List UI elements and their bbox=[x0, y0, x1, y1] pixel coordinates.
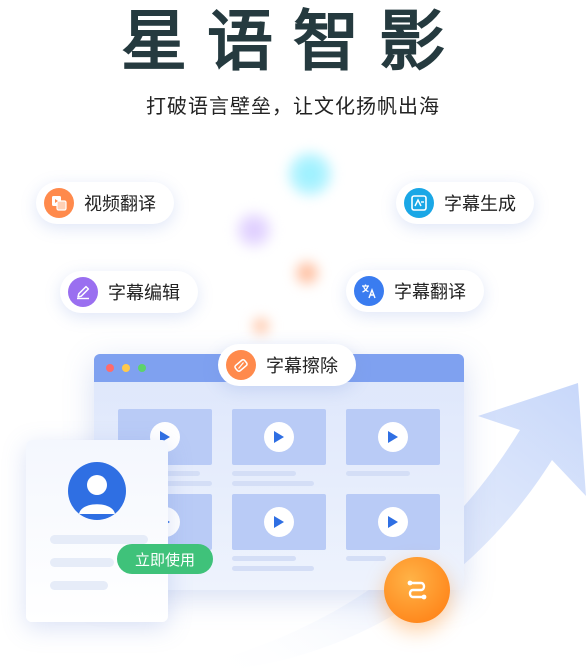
connect-action-button[interactable] bbox=[384, 557, 450, 623]
close-dot[interactable] bbox=[106, 364, 114, 372]
feature-video-translate[interactable]: 视频翻译 bbox=[36, 182, 174, 224]
play-icon bbox=[264, 507, 294, 537]
video-thumbnail[interactable] bbox=[232, 409, 326, 465]
maximize-dot[interactable] bbox=[138, 364, 146, 372]
feature-label: 字幕翻译 bbox=[394, 282, 466, 303]
use-now-button[interactable]: 立即使用 bbox=[117, 544, 213, 574]
feature-label: 字幕擦除 bbox=[266, 356, 338, 377]
play-icon bbox=[378, 507, 408, 537]
thumbnail-caption-line bbox=[346, 471, 410, 476]
video-thumbnail[interactable] bbox=[346, 494, 440, 550]
thumbnail-caption-line bbox=[232, 556, 296, 561]
purple-glow bbox=[236, 212, 272, 248]
feature-label: 字幕编辑 bbox=[108, 283, 180, 304]
video-translate-icon bbox=[44, 188, 74, 218]
feature-subtitle-edit[interactable]: 字幕编辑 bbox=[60, 271, 198, 313]
minimize-dot[interactable] bbox=[122, 364, 130, 372]
feature-label: 字幕生成 bbox=[444, 194, 516, 215]
thumbnail-caption-line bbox=[232, 471, 296, 476]
translate-icon bbox=[354, 276, 384, 306]
app-title: 星语智影 bbox=[121, 2, 465, 80]
user-icon bbox=[79, 475, 115, 514]
thumbnail-caption-line bbox=[346, 556, 386, 561]
thumbnail-caption-line bbox=[232, 481, 314, 486]
play-icon bbox=[264, 422, 294, 452]
pencil-icon bbox=[68, 277, 98, 307]
feature-label: 视频翻译 bbox=[84, 194, 156, 215]
play-icon bbox=[378, 422, 408, 452]
feature-subtitle-erase[interactable]: 字幕擦除 bbox=[218, 344, 356, 386]
subtitle-generate-icon bbox=[404, 188, 434, 218]
cyan-glow bbox=[288, 152, 332, 196]
video-thumbnail[interactable] bbox=[346, 409, 440, 465]
feature-subtitle-generate[interactable]: 字幕生成 bbox=[396, 182, 534, 224]
video-thumbnail[interactable] bbox=[232, 494, 326, 550]
app-subtitle: 打破语言壁垒，让文化扬帆出海 bbox=[146, 94, 440, 118]
orange-glow-1 bbox=[295, 261, 319, 285]
avatar bbox=[68, 462, 126, 520]
thumbnail-caption-line bbox=[232, 566, 314, 571]
profile-detail-line bbox=[50, 535, 148, 544]
route-icon bbox=[407, 580, 427, 600]
orange-glow-2 bbox=[252, 317, 270, 335]
feature-subtitle-translate[interactable]: 字幕翻译 bbox=[346, 270, 484, 312]
profile-detail-line bbox=[50, 558, 114, 567]
user-profile-card bbox=[26, 440, 168, 622]
eraser-icon bbox=[226, 350, 256, 380]
profile-detail-line bbox=[50, 581, 108, 590]
